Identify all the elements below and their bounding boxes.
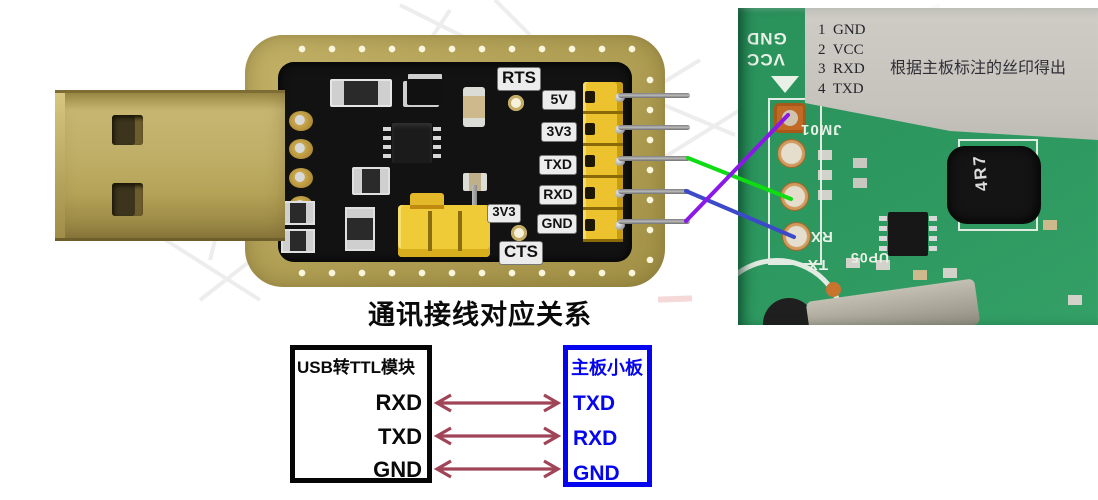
left-pin-txd: TXD [378, 424, 422, 449]
jumper-label-3v3: 3V3 [488, 204, 520, 222]
mounting-hole [511, 225, 527, 241]
jumper-slot [458, 211, 462, 251]
pin-label-txd: TXD [540, 156, 576, 174]
pin-label-rts: RTS [498, 68, 540, 90]
copper-via [826, 282, 841, 297]
pin-label-rxd: RXD [540, 186, 576, 204]
usb-ttl-box: USB转TTL模块 RXD TXD GND [290, 345, 432, 483]
smd-capacitor [463, 87, 485, 127]
pin-label-cts: CTS [500, 242, 542, 264]
grey-wire-txd [618, 156, 690, 161]
chip-pins [879, 216, 887, 252]
mounting-hole [508, 95, 524, 111]
usb-ttl-box-title: USB转TTL模块 [297, 358, 416, 377]
pin-header [583, 82, 625, 242]
pin-label-5v: 5V [543, 91, 575, 109]
usb-solder-pad [289, 168, 313, 188]
jumper-pin [472, 185, 477, 205]
arrow-gnd-gnd [433, 459, 562, 479]
usb-plug-tip [55, 93, 65, 238]
soic8-chip [383, 123, 441, 163]
arrow-group [433, 393, 562, 479]
board-hole-dots [644, 59, 656, 263]
power-inductor: 4R7 [947, 146, 1039, 222]
arrow-rxd-txd [433, 393, 562, 413]
chip-pins [433, 127, 441, 159]
jumper-cap [410, 193, 444, 209]
header-pin [583, 210, 625, 242]
usb-plug [55, 90, 285, 241]
smd-components [818, 150, 832, 160]
diagram-title: 通讯接线对应关系 [368, 300, 592, 330]
right-pin-rxd: RXD [573, 427, 618, 450]
pcb-edge-shadow [738, 8, 1098, 325]
main-board-box-title: 主板小板 [571, 358, 643, 378]
grey-wire-3v3 [618, 125, 690, 130]
right-pin-gnd: GND [573, 462, 620, 485]
chip-pins [383, 127, 391, 159]
usb-plug-hole [112, 183, 143, 216]
main-board-box: 主板小板 TXD RXD GND [563, 345, 652, 487]
left-pin-rxd: RXD [375, 390, 422, 415]
usb-solder-pad [289, 111, 313, 131]
header-pin [583, 146, 625, 178]
arrow-txd-rxd [433, 426, 562, 446]
header-pin [583, 114, 625, 146]
grey-wire-gnd [618, 219, 690, 224]
usb-ttl-module-photo: RTS 5V 3V3 TXD RXD GND CTS 3V3 [245, 35, 665, 287]
right-pin-txd: TXD [573, 392, 615, 415]
sot23-transistor [407, 79, 443, 105]
chip-pins [929, 216, 937, 252]
pin-label-3v3: 3V3 [542, 123, 576, 141]
smd-resistor [281, 201, 315, 225]
smd-resistor [281, 229, 315, 253]
usb-solder-pad [289, 139, 313, 159]
smd-resistor [330, 79, 392, 107]
usb-plug-hole [112, 115, 143, 145]
main-board-photo: 4R7 GND VCC JM01 RX TX UP05 1 GND 2 VCC … [738, 8, 1098, 325]
header-pin [583, 82, 625, 114]
grey-wire-5v [618, 93, 690, 98]
board-hole-dots [279, 267, 639, 279]
left-pin-gnd: GND [373, 457, 422, 482]
grey-wire-rxd [618, 189, 690, 194]
sticker-pinout-text: 1 GND 2 VCC 3 RXD 4 TXD [818, 22, 866, 97]
smd-capacitor [463, 173, 487, 191]
silkscreen-triangle [771, 76, 799, 93]
jumper-block [398, 185, 490, 257]
watermark-smudge [657, 295, 693, 303]
smd-resistor [352, 167, 390, 195]
soic8-chip [879, 212, 937, 256]
sticker-note: 根据主板标注的丝印得出 [890, 60, 1067, 77]
pin-label-gnd: GND [538, 215, 576, 233]
jumper-slot [428, 211, 432, 251]
smd-resistor [345, 207, 375, 251]
header-pin [583, 178, 625, 210]
board-hole-dots [279, 43, 639, 55]
